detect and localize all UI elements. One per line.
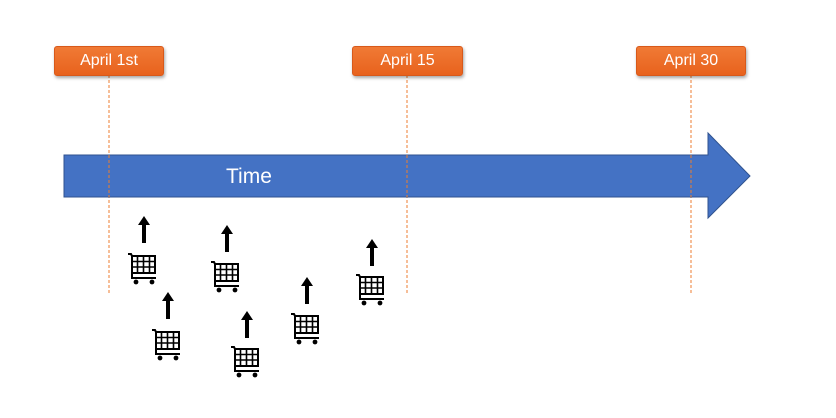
up-arrow-icon bbox=[221, 225, 233, 252]
up-arrow-icon bbox=[241, 311, 253, 338]
purchase-event-1 bbox=[127, 216, 157, 286]
up-arrow-icon bbox=[366, 239, 378, 266]
up-arrow-icon bbox=[162, 292, 174, 319]
date-label-april-1st: April 1st bbox=[54, 46, 164, 76]
up-arrow-icon bbox=[138, 216, 150, 243]
purchase-event-5 bbox=[290, 277, 320, 346]
purchase-event-4 bbox=[230, 311, 260, 379]
purchase-event-6 bbox=[355, 239, 385, 307]
shopping-cart-icon bbox=[230, 346, 260, 379]
up-arrow-icon bbox=[301, 277, 313, 304]
shopping-cart-icon bbox=[290, 313, 320, 346]
shopping-cart-icon bbox=[151, 329, 181, 362]
purchase-event-2 bbox=[151, 292, 181, 362]
shopping-cart-icon bbox=[127, 253, 157, 286]
date-label-april-30: April 30 bbox=[636, 46, 746, 76]
time-axis-label: Time bbox=[226, 165, 272, 188]
purchase-event-3 bbox=[210, 225, 240, 294]
shopping-cart-icon bbox=[355, 274, 385, 307]
date-label-april-15: April 15 bbox=[352, 46, 463, 76]
shopping-cart-icon bbox=[210, 261, 240, 294]
